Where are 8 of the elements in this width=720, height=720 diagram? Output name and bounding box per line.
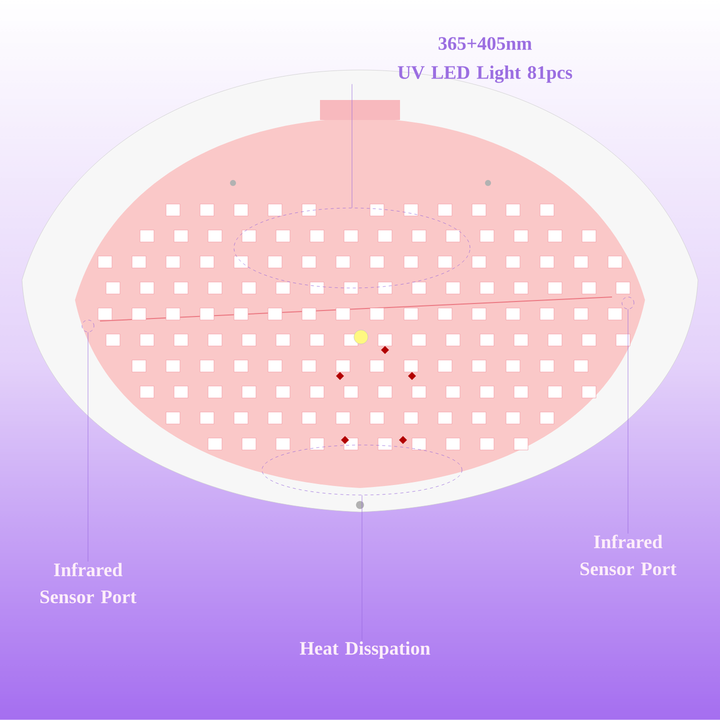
- callout-label: Heat Disspation: [300, 641, 430, 659]
- callout-label: 365+405nm UV LED Light 81pcs: [398, 37, 572, 83]
- callout-label: Infrared Sensor Port: [580, 534, 676, 576]
- sensor-circle: [622, 296, 634, 310]
- sensor-circle: [82, 320, 94, 332]
- dashed-ellipse: [234, 208, 470, 288]
- dashed-ellipse: [262, 444, 462, 496]
- callout-label: Infrared Sensor Port: [40, 562, 136, 604]
